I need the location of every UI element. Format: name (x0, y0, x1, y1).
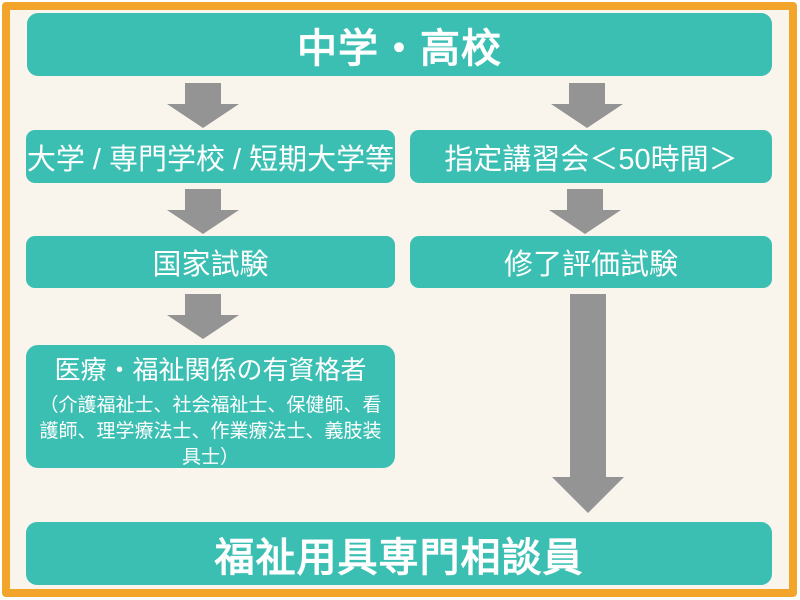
arrow-head (552, 477, 624, 513)
node-label: 国家試験 (152, 249, 269, 281)
arrow-shaft (185, 294, 221, 315)
node-completion-evaluation-exam: 修了評価試験 (410, 236, 772, 288)
arrow-shaft (185, 83, 221, 104)
node-designated-training-course-50h: 指定講習会＜50時間＞ (410, 130, 772, 183)
node-junior-high-high-school: 中学・高校 (27, 13, 772, 76)
node-label: 福祉用具専門相談員 (214, 535, 584, 580)
down-arrow-icon (549, 189, 621, 234)
down-arrow-icon (167, 83, 239, 128)
arrow-head (167, 315, 239, 339)
arrow-head (167, 210, 239, 234)
node-label: 修了評価試験 (503, 249, 678, 281)
down-arrow-icon (167, 189, 239, 234)
arrow-shaft (185, 189, 221, 210)
node-label: 指定講習会＜50時間＞ (444, 143, 738, 176)
node-label: 大学 / 専門学校 / 短期大学等 (26, 143, 395, 176)
down-arrow-icon (167, 294, 239, 339)
node-sublabel: （介護福祉士、社会福祉士、保健師、看護師、理学療法士、作業療法士、義肢装具士） (39, 394, 382, 468)
arrow-shaft (569, 83, 605, 104)
node-university-vocational-junior-college: 大学 / 専門学校 / 短期大学等 (26, 130, 395, 183)
arrow-head (549, 210, 621, 234)
arrow-head (167, 104, 239, 128)
long-down-arrow-icon (552, 294, 624, 513)
down-arrow-icon (551, 83, 623, 128)
node-qualified-medical-welfare-persons: 医療・福祉関係の有資格者 （介護福祉士、社会福祉士、保健師、看護師、理学療法士、… (26, 345, 395, 468)
arrow-shaft (567, 189, 603, 210)
node-national-exam: 国家試験 (26, 236, 395, 288)
node-label: 中学・高校 (297, 26, 502, 71)
arrow-shaft (570, 294, 606, 477)
node-welfare-equipment-specialist-consultant: 福祉用具専門相談員 (26, 522, 772, 585)
arrow-head (551, 104, 623, 128)
node-label: 医療・福祉関係の有資格者 (54, 355, 367, 385)
